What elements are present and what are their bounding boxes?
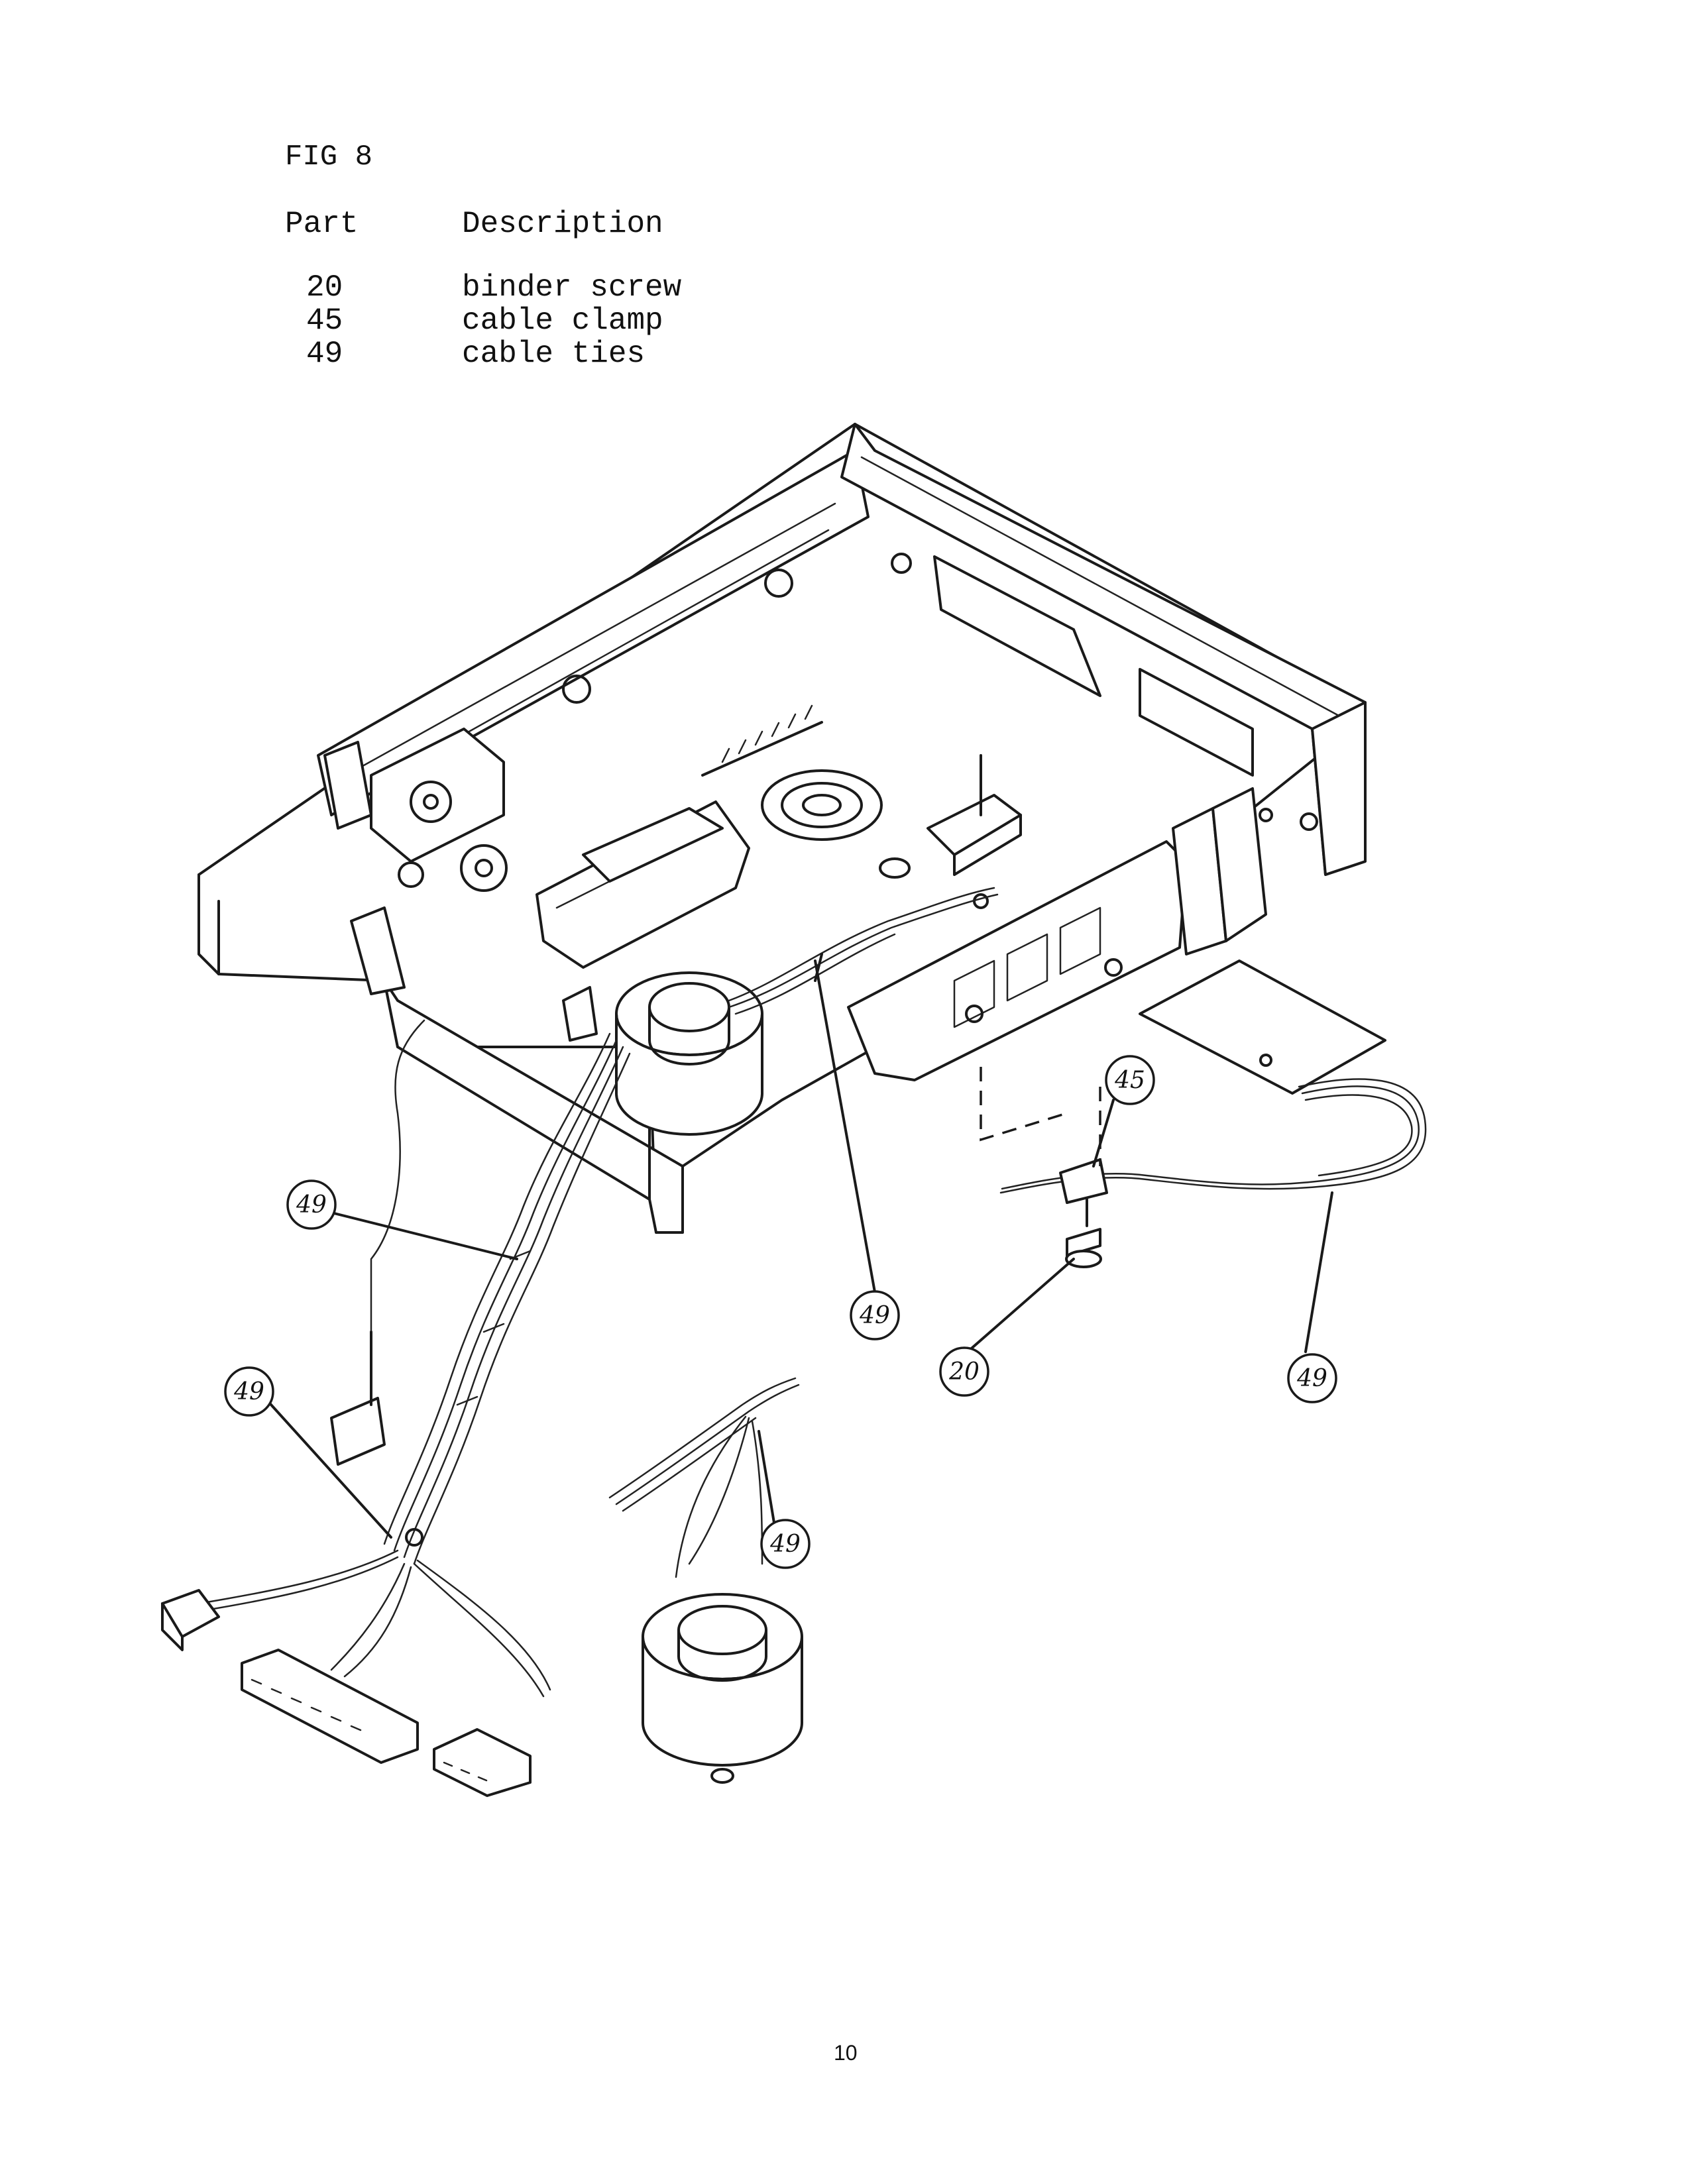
- callout-45: 45: [1105, 1055, 1155, 1105]
- right-cable-with-clamp: [980, 959, 1427, 1268]
- callout-49: 49: [224, 1366, 274, 1417]
- callout-label: 49: [769, 1531, 801, 1558]
- callout-circle: [1105, 1055, 1155, 1105]
- callout-label: 49: [233, 1378, 264, 1405]
- callout-49: 49: [760, 1519, 811, 1569]
- callout-49: 49: [1287, 1353, 1337, 1403]
- part-number: 45: [306, 303, 343, 338]
- callout-49: 49: [850, 1290, 900, 1340]
- callout-circle: [850, 1290, 900, 1340]
- callout-layer: 49 49 49 20 45 49 49: [224, 1055, 1337, 1569]
- callout-label: 49: [1296, 1365, 1327, 1392]
- spindle-motor-subassembly: [608, 1377, 803, 1784]
- callout-label: 49: [296, 1191, 327, 1219]
- part-number: 20: [306, 270, 343, 305]
- parts-table-header-description: Description: [462, 207, 663, 241]
- parts-table-row: 20 binder screw: [0, 270, 928, 305]
- callout-circle: [286, 1179, 337, 1230]
- callout-circle: [760, 1519, 811, 1569]
- parts-table-row: 49 cable ties: [0, 337, 928, 371]
- callout-circle: [224, 1366, 274, 1417]
- callout-circle: [1287, 1353, 1337, 1403]
- figure-title: FIG 8: [285, 140, 373, 174]
- callout-20: 20: [939, 1346, 989, 1397]
- parts-table-header-part: Part: [285, 207, 359, 241]
- page-number: 10: [834, 2041, 858, 2065]
- part-description: binder screw: [462, 270, 682, 305]
- part-description: cable ties: [462, 337, 646, 371]
- callout-label: 45: [1114, 1067, 1145, 1094]
- part-description: cable clamp: [462, 303, 663, 338]
- drive-chassis: [197, 423, 1367, 1234]
- left-cable-harness: [161, 1019, 631, 1797]
- callout-circle: [939, 1346, 989, 1397]
- leader-lines: [264, 959, 1333, 1539]
- parts-table-row: 45 cable clamp: [0, 303, 928, 338]
- callout-49: 49: [286, 1179, 337, 1230]
- callout-label: 49: [859, 1302, 890, 1329]
- part-number: 49: [306, 337, 343, 371]
- callout-label: 20: [948, 1358, 980, 1386]
